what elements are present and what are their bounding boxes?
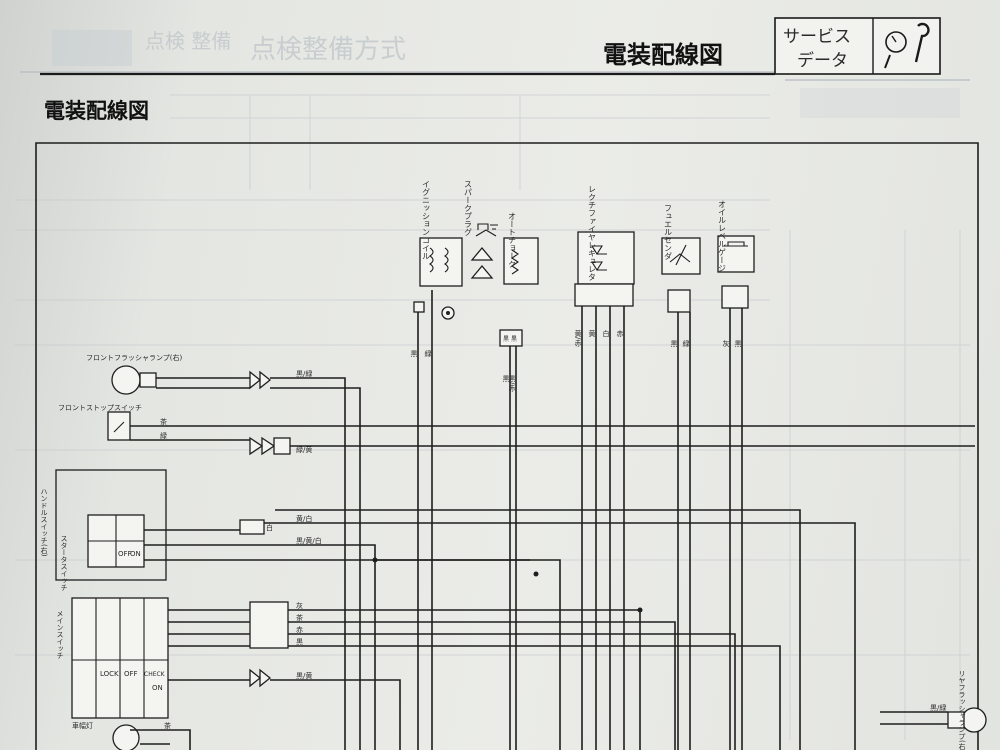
oil-level-gauge: オイルレベルゲージ — [717, 200, 755, 309]
front-stop-switch: フロントストップスイッチ — [58, 404, 291, 456]
main-switch-off: OFF — [124, 670, 138, 678]
svg-text:黒/黄: 黒/黄 — [296, 671, 312, 680]
svg-text:茶: 茶 — [296, 613, 303, 622]
rectifier-regulator: レクチファイヤレギュレタ — [574, 185, 635, 307]
service-box-line2: データ — [797, 50, 848, 71]
auto-choke-label: オートチョーク — [508, 212, 517, 268]
page-title: 電装配線図 — [603, 41, 723, 69]
svg-text:黄/白: 黄/白 — [296, 514, 312, 523]
main-switch-lock: LOCK — [100, 670, 119, 678]
main-switch-label: メインスイッチ — [56, 610, 64, 659]
svg-text:赤: 赤 — [296, 626, 303, 634]
show-through-layer: 点検 整備 点検整備方式 — [15, 29, 970, 740]
svg-text:黒: 黒 — [502, 375, 510, 383]
regulator-label: レクチファイヤレギュレタ — [588, 185, 597, 281]
svg-text:緑: 緑 — [682, 339, 690, 347]
svg-text:黒: 黒 — [734, 340, 742, 348]
front-stop-label: フロントストップスイッチ — [58, 404, 142, 412]
svg-text:黒: 黒 — [670, 340, 678, 348]
handle-switch-right: ハンドルスイッチ(右) スタータスイッチ OFF ON 白 — [40, 469, 273, 591]
wiring — [130, 290, 975, 750]
svg-text:茶: 茶 — [164, 721, 171, 730]
diagram-frame — [35, 142, 979, 750]
starter-switch-label: スタータスイッチ — [60, 535, 68, 591]
svg-text:白: 白 — [266, 523, 273, 532]
section-title: 電装配線図 — [44, 99, 149, 123]
gauge-and-wrench-icon — [884, 22, 930, 69]
fuel-sensor: フュエルセンダ — [661, 204, 701, 313]
svg-text:黄/赤: 黄/赤 — [574, 329, 582, 346]
svg-text:緑/黄: 緑/黄 — [296, 445, 312, 454]
auto-choke: オートチョーク 黒 黒 — [499, 212, 539, 347]
ignition-coil-label: イグニッションコイル — [422, 180, 431, 260]
main-switch: メインスイッチ LOCK OFF CHECK ON — [56, 597, 289, 719]
switch-off-label: OFF — [118, 550, 132, 558]
svg-text:黒: 黒 — [511, 336, 517, 343]
front-flasher-label: フロントフラッシャランプ(右) — [86, 353, 183, 362]
svg-text:黒/赤: 黒/赤 — [508, 375, 516, 392]
svg-text:白: 白 — [602, 329, 610, 338]
main-switch-on: ON — [152, 684, 163, 692]
bottom-lamp-label: 車幅灯 — [72, 721, 93, 730]
ignition-coil: イグニッションコイル — [413, 180, 463, 320]
svg-text:緑: 緑 — [160, 431, 167, 440]
wire-labels: 黒 緑 黒 黒/赤 黄/赤 黄 白 赤 黒 緑 灰 黒 黒/緑 茶 緑 緑/黄 … — [160, 329, 946, 730]
svg-text:黒: 黒 — [296, 638, 303, 646]
svg-text:茶: 茶 — [160, 417, 167, 426]
svg-text:赤: 赤 — [616, 330, 624, 337]
rear-flasher-label: リヤフラッシャランプ(右) — [958, 670, 966, 750]
ghost-tab-text: 点検 整備 — [145, 29, 231, 53]
spark-plug-label: スパークプラグ — [464, 180, 473, 236]
switch-on-label: ON — [130, 550, 141, 558]
service-box-line1: サービス — [783, 27, 851, 47]
svg-text:灰: 灰 — [722, 339, 730, 348]
service-data-box: サービス データ — [774, 17, 941, 75]
svg-text:緑: 緑 — [424, 349, 432, 357]
svg-text:黒: 黒 — [410, 350, 418, 358]
ghost-title-text: 点検整備方式 — [250, 35, 406, 65]
svg-text:灰: 灰 — [296, 601, 303, 610]
svg-text:黒/緑: 黒/緑 — [296, 369, 312, 378]
spark-plug: スパークプラグ — [464, 180, 498, 279]
rear-flasher-lamp: リヤフラッシャランプ(右) — [947, 670, 987, 750]
fuel-sensor-label: フュエルセンダ — [664, 204, 673, 260]
oil-level-label: オイルレベルゲージ — [718, 200, 727, 272]
svg-text:黒/黄/白: 黒/黄/白 — [296, 536, 322, 545]
handle-switch-label: ハンドルスイッチ(右) — [40, 488, 48, 557]
svg-text:黄: 黄 — [588, 329, 596, 338]
main-switch-check: CHECK — [144, 671, 166, 678]
bottom-lamp: 車幅灯 — [72, 721, 140, 750]
svg-text:黒/緑: 黒/緑 — [930, 703, 946, 712]
svg-text:黒: 黒 — [503, 336, 509, 343]
front-flasher-lamp: フロントフラッシャランプ(右) — [86, 353, 272, 395]
